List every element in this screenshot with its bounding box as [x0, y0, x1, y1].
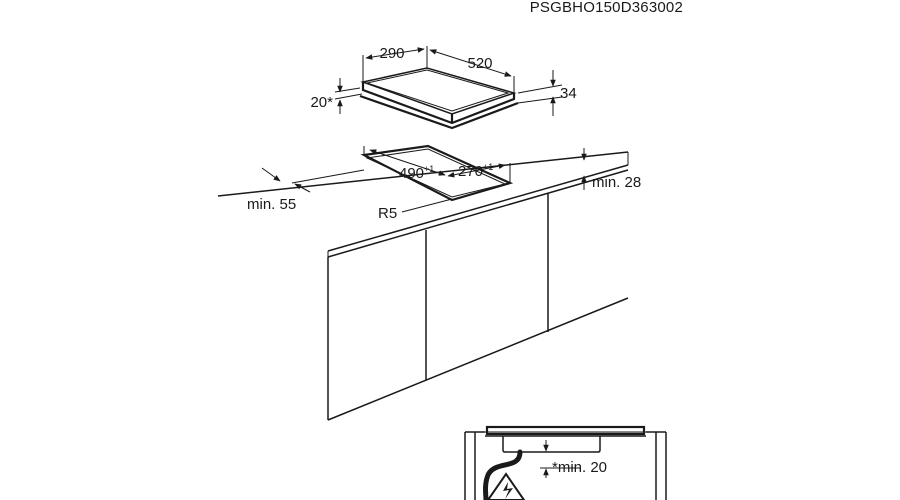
- dimension-corner-radius: R5: [378, 198, 453, 222]
- dimension-hob-thickness: 34: [517, 70, 577, 116]
- dimension-hob-offset: 20*: [310, 78, 363, 114]
- hob-depth-label: 290: [379, 45, 404, 62]
- detail-section: *min. 20: [464, 425, 667, 500]
- hob-width-label: 520: [467, 55, 492, 72]
- dimension-min-front: min. 55: [247, 167, 365, 213]
- product-code: PSGBHO150D363002: [530, 0, 683, 16]
- min-worktop-label: min. 28: [592, 174, 641, 191]
- electric-hazard-icon: [486, 472, 526, 500]
- corner-radius-label: R5: [378, 205, 397, 222]
- hob-offset-label: 20*: [310, 94, 333, 111]
- min-front-label: min. 55: [247, 196, 296, 213]
- dimension-cutout-depth: 270+1: [447, 162, 511, 183]
- clearance-label: *min. 20: [552, 459, 607, 476]
- hob-outline: [359, 67, 519, 130]
- dimension-min-worktop: min. 28: [581, 148, 641, 191]
- power-cable: [483, 449, 523, 500]
- cabinet: [327, 193, 629, 421]
- hob-thickness-label: 34: [560, 85, 577, 102]
- dimension-cutout-width: 490+1: [363, 146, 446, 182]
- cutout-depth-label: 270+1: [458, 162, 493, 180]
- dimension-hob-width: 520: [429, 49, 515, 93]
- cutout-width-label: 490+1: [399, 164, 434, 182]
- dimension-hob-depth: 290: [362, 45, 428, 82]
